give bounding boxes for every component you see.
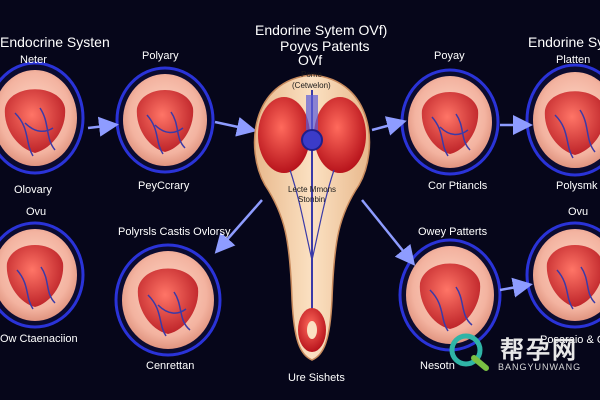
panel-top-mid-right — [400, 68, 500, 176]
diagram-title-line3: OVf — [298, 52, 323, 68]
top-mid-left-caption: PeyCcrary — [138, 180, 190, 192]
diagram-title-line2: Poyvs Patents — [280, 38, 370, 54]
top-right-subtitle: Platten — [556, 54, 591, 66]
panel-top-left — [0, 61, 85, 175]
bottom-left-title: Ovu — [26, 206, 47, 218]
bottom-mid-right-caption: Nesotn — [420, 360, 455, 372]
bottom-left-caption: Ow Ctaenaciion — [0, 333, 78, 345]
top-right-caption: Polysmk — [556, 180, 598, 192]
top-left-caption: Olovary — [14, 184, 52, 196]
top-left-title: Endocrine Systen — [0, 34, 110, 50]
center-top-label-sub: (Cetwelon) — [292, 81, 331, 90]
center-mid-label-sub: Stonbin — [298, 195, 326, 204]
panel-bottom-left — [0, 221, 85, 329]
panel-top-mid-left — [115, 66, 215, 174]
watermark-subtext: BANGYUNWANG — [498, 362, 582, 372]
top-mid-right-caption: Cor Ptiancls — [428, 180, 488, 192]
top-mid-right-title: Poyay — [434, 50, 465, 62]
top-right-title: Endorine Sytem — [528, 34, 600, 50]
center-mid-label: Lecte Mmons — [288, 185, 337, 194]
diagram-title-line1: Endorine Sytem OVf) — [255, 22, 388, 38]
bottom-mid-right-title: Owey Patterts — [418, 226, 488, 238]
top-left-subtitle: Neter — [20, 54, 47, 66]
top-mid-left-title: Polyary — [142, 50, 179, 62]
panel-bottom-mid-right — [398, 238, 502, 352]
flow-arrows — [87, 115, 533, 298]
center-top-label: Pome — [301, 70, 322, 79]
center-bottom-caption: Ure Sishets — [288, 372, 345, 384]
bottom-mid-left-caption: Cenrettan — [146, 360, 195, 372]
panel-bottom-right — [525, 221, 600, 329]
bottom-right-caption: Posaraio & Ovu — [540, 334, 600, 346]
watermark-logo — [449, 333, 489, 371]
bottom-mid-left-title: Polyrsls Castis Ovlorsy — [118, 226, 231, 238]
panel-top-right — [525, 63, 600, 177]
center-reproductive-diagram — [253, 74, 371, 361]
bottom-right-title: Ovu — [568, 206, 589, 218]
watermark-text: 帮孕网 — [500, 335, 578, 364]
panel-bottom-mid-left — [114, 243, 222, 357]
